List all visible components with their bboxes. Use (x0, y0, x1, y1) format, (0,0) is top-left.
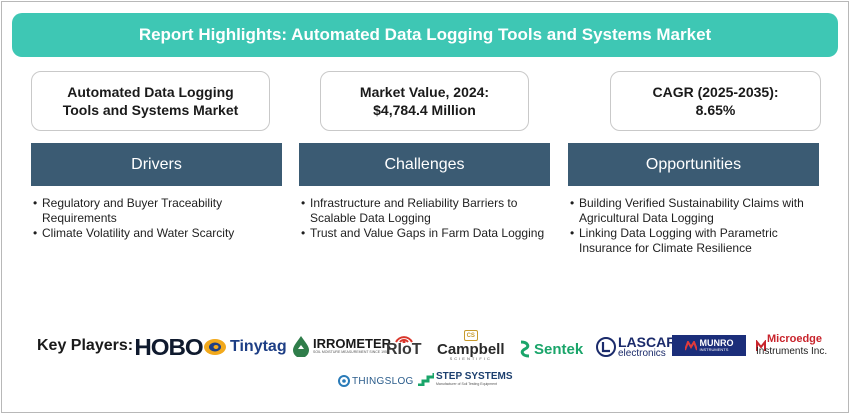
opportunities-list: Building Verified Sustainability Claims … (568, 196, 820, 256)
logo-tinytag: Tinytag (203, 338, 287, 356)
stat-market-value: Market Value, 2024: $4,784.4 Million (320, 71, 529, 131)
logo-microedge-text: Microedge (767, 333, 823, 345)
logo-irrometer-text: IRROMETER (313, 336, 391, 352)
column-header-drivers-label: Drivers (131, 155, 182, 173)
logo-step-systems-sub: Manufacturer of Soil Testing Equipment (436, 382, 498, 386)
logo-step-systems-text: STEP SYSTEMS (436, 371, 513, 382)
logo-riot-text: RIoT (386, 341, 422, 358)
logo-thingslog-text: THINGSLOG (352, 375, 414, 387)
drivers-list: Regulatory and Buyer Traceability Requir… (31, 196, 271, 241)
logo-campbell: CS Campbell SCIENTIFIC (437, 330, 505, 361)
list-item: Infrastructure and Reliability Barriers … (299, 196, 561, 226)
logo-microedge: Microedge Instruments Inc. (756, 334, 827, 357)
column-header-opportunities: Opportunities (568, 143, 819, 186)
logo-thingslog: THINGSLOG (338, 375, 414, 387)
column-header-drivers: Drivers (31, 143, 282, 186)
stat-market-value-amount: $4,784.4 Million (373, 102, 476, 118)
stat-market-name-line2: Tools and Systems Market (62, 102, 239, 118)
logo-munro-sub: INSTRUMENTS (699, 347, 729, 352)
column-header-challenges-label: Challenges (384, 155, 465, 173)
logo-irrometer: IRROMETER SOIL MOISTURE MEASUREMENT SINC… (292, 335, 391, 357)
riot-signal-icon (394, 336, 413, 343)
logo-sentek-text: Sentek (534, 340, 584, 358)
logo-irrometer-sub: SOIL MOISTURE MEASUREMENT SINCE 1951 (313, 350, 389, 355)
logo-tinytag-text: Tinytag (230, 338, 287, 355)
tinytag-swirl-icon (204, 339, 226, 355)
list-item: Trust and Value Gaps in Farm Data Loggin… (299, 226, 561, 241)
banner-title: Report Highlights: Automated Data Loggin… (138, 25, 712, 44)
list-item: Linking Data Logging with Parametric Ins… (568, 226, 820, 256)
logo-munro: MUNRO INSTRUMENTS (672, 335, 746, 356)
logo-microedge-sub: Instruments Inc. (756, 346, 828, 357)
logo-campbell-text: Campbell (437, 341, 505, 358)
column-header-opportunities-label: Opportunities (645, 155, 742, 173)
munro-mark-icon (684, 340, 697, 350)
lascar-circle-icon (596, 337, 616, 357)
logo-lascar-text: LASCAR (618, 334, 677, 350)
logo-hobo-text: HOBO (134, 334, 203, 360)
logo-campbell-sub: SCIENTIFIC (449, 356, 492, 361)
thingslog-circle-icon (338, 375, 350, 387)
stat-market-name: Automated Data Logging Tools and Systems… (31, 71, 270, 131)
logo-hobo: HOBO (134, 334, 203, 361)
stat-market-value-label: Market Value, 2024: (359, 84, 490, 100)
campbell-badge-icon: CS (463, 330, 478, 341)
microedge-m-icon (756, 339, 766, 351)
logo-lascar-sub: electronics (618, 348, 666, 359)
stat-cagr: CAGR (2025-2035): 8.65% (610, 71, 821, 131)
stat-cagr-label: CAGR (2025-2035): (652, 84, 779, 100)
stat-cagr-value: 8.65% (695, 102, 736, 118)
list-item: Regulatory and Buyer Traceability Requir… (31, 196, 271, 226)
report-banner: Report Highlights: Automated Data Loggin… (12, 13, 838, 57)
logo-riot: RIoT (386, 333, 422, 358)
sentek-leaf-icon (520, 340, 530, 358)
stat-market-name-line1: Automated Data Logging (67, 84, 234, 100)
irrometer-drop-icon (293, 336, 309, 357)
step-systems-stairs-icon (418, 373, 434, 387)
challenges-list: Infrastructure and Reliability Barriers … (299, 196, 561, 241)
logo-lascar: LASCAR electronics (596, 335, 676, 359)
logo-step-systems: STEP SYSTEMS Manufacturer of Soil Testin… (418, 372, 513, 387)
logo-munro-text: MUNRO (699, 338, 734, 348)
list-item: Building Verified Sustainability Claims … (568, 196, 820, 226)
column-header-challenges: Challenges (299, 143, 550, 186)
list-item: Climate Volatility and Water Scarcity (31, 226, 271, 241)
logo-sentek: Sentek (518, 340, 583, 358)
key-players-label: Key Players: (37, 337, 134, 354)
